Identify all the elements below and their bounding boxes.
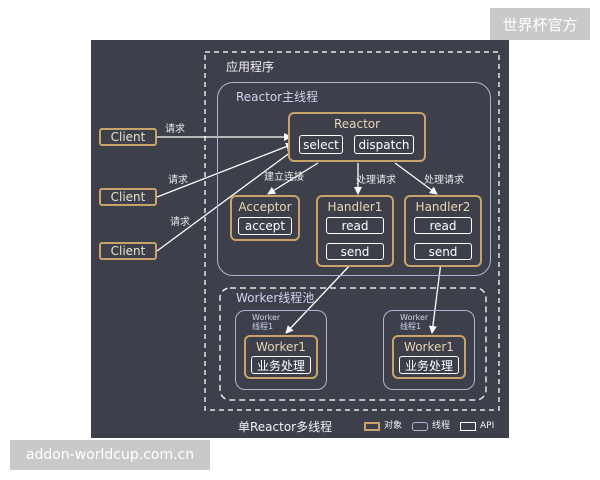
business-api-b: 业务处理 [399, 356, 459, 374]
legend-api-swatch [460, 422, 476, 431]
reactor-thread: Reactor主线程 [217, 82, 491, 276]
handler1-read-api: read [326, 217, 384, 234]
client-1: Client [99, 128, 157, 146]
arrow-client3-reactor [156, 148, 296, 252]
worker1-object-b: Worker1 业务处理 [392, 335, 466, 379]
edge-label-handle2: 处理请求 [424, 175, 464, 186]
select-api: select [299, 135, 343, 154]
client-3: Client [99, 242, 157, 260]
worker-thread-2-label: Worker 线程1 [400, 313, 429, 331]
handler2-object: Handler2 read send [404, 195, 482, 267]
arrow-reactor-acceptor [267, 162, 319, 195]
dispatch-api: dispatch [354, 135, 414, 154]
worker-thread-1: Worker 线程1 Worker1 业务处理 [235, 310, 327, 390]
worker-pool-boundary [219, 287, 487, 401]
request-label-2: 请求 [168, 175, 188, 186]
client-2: Client [99, 188, 157, 206]
worker-thread-2: Worker 线程1 Worker1 业务处理 [383, 310, 475, 390]
handler1-object: Handler1 read send [316, 195, 394, 267]
watermark-top: 世界杯官方 [490, 8, 590, 40]
request-label-3: 请求 [170, 217, 190, 228]
legend-object-swatch [364, 422, 380, 431]
watermark-bottom: addon-worldcup.com.cn [10, 440, 210, 470]
arrow-client2-reactor [156, 142, 294, 198]
reactor-thread-label: Reactor主线程 [236, 90, 319, 104]
worker-thread-1-label: Worker 线程1 [252, 313, 281, 331]
diagram-caption: 单Reactor多线程 [238, 420, 333, 434]
handler1-title: Handler1 [327, 200, 383, 214]
app-label: 应用程序 [226, 60, 275, 74]
arrow-send2-worker [428, 261, 442, 334]
handler2-send-api: send [414, 243, 472, 260]
worker1-title-b: Worker1 [404, 340, 454, 354]
worker1-title-a: Worker1 [256, 340, 306, 354]
arrow-send1-worker [285, 261, 354, 334]
edge-label-connect: 建立连接 [264, 172, 304, 183]
acceptor-title: Acceptor [238, 200, 292, 214]
legend-api-label: API [480, 421, 495, 431]
handler2-read-api: read [414, 217, 472, 234]
legend-thread-swatch [412, 422, 428, 431]
worker-pool-label: Worker线程池 [236, 291, 315, 305]
reactor-title: Reactor [333, 117, 381, 131]
reactor-object: Reactor select dispatch [288, 112, 426, 162]
app-boundary [204, 51, 500, 411]
edge-label-handle1: 处理请求 [356, 175, 396, 186]
handler2-title: Handler2 [415, 200, 471, 214]
acceptor-object: Acceptor accept [230, 195, 300, 241]
legend-object-label: 对象 [384, 421, 403, 431]
worker1-object-a: Worker1 业务处理 [244, 335, 318, 379]
legend-thread-label: 线程 [432, 421, 451, 431]
request-label-1: 请求 [165, 124, 185, 135]
handler1-send-api: send [326, 243, 384, 260]
business-api-a: 业务处理 [251, 356, 311, 374]
arrow-reactor-handler2 [394, 162, 438, 195]
accept-api: accept [238, 217, 292, 235]
